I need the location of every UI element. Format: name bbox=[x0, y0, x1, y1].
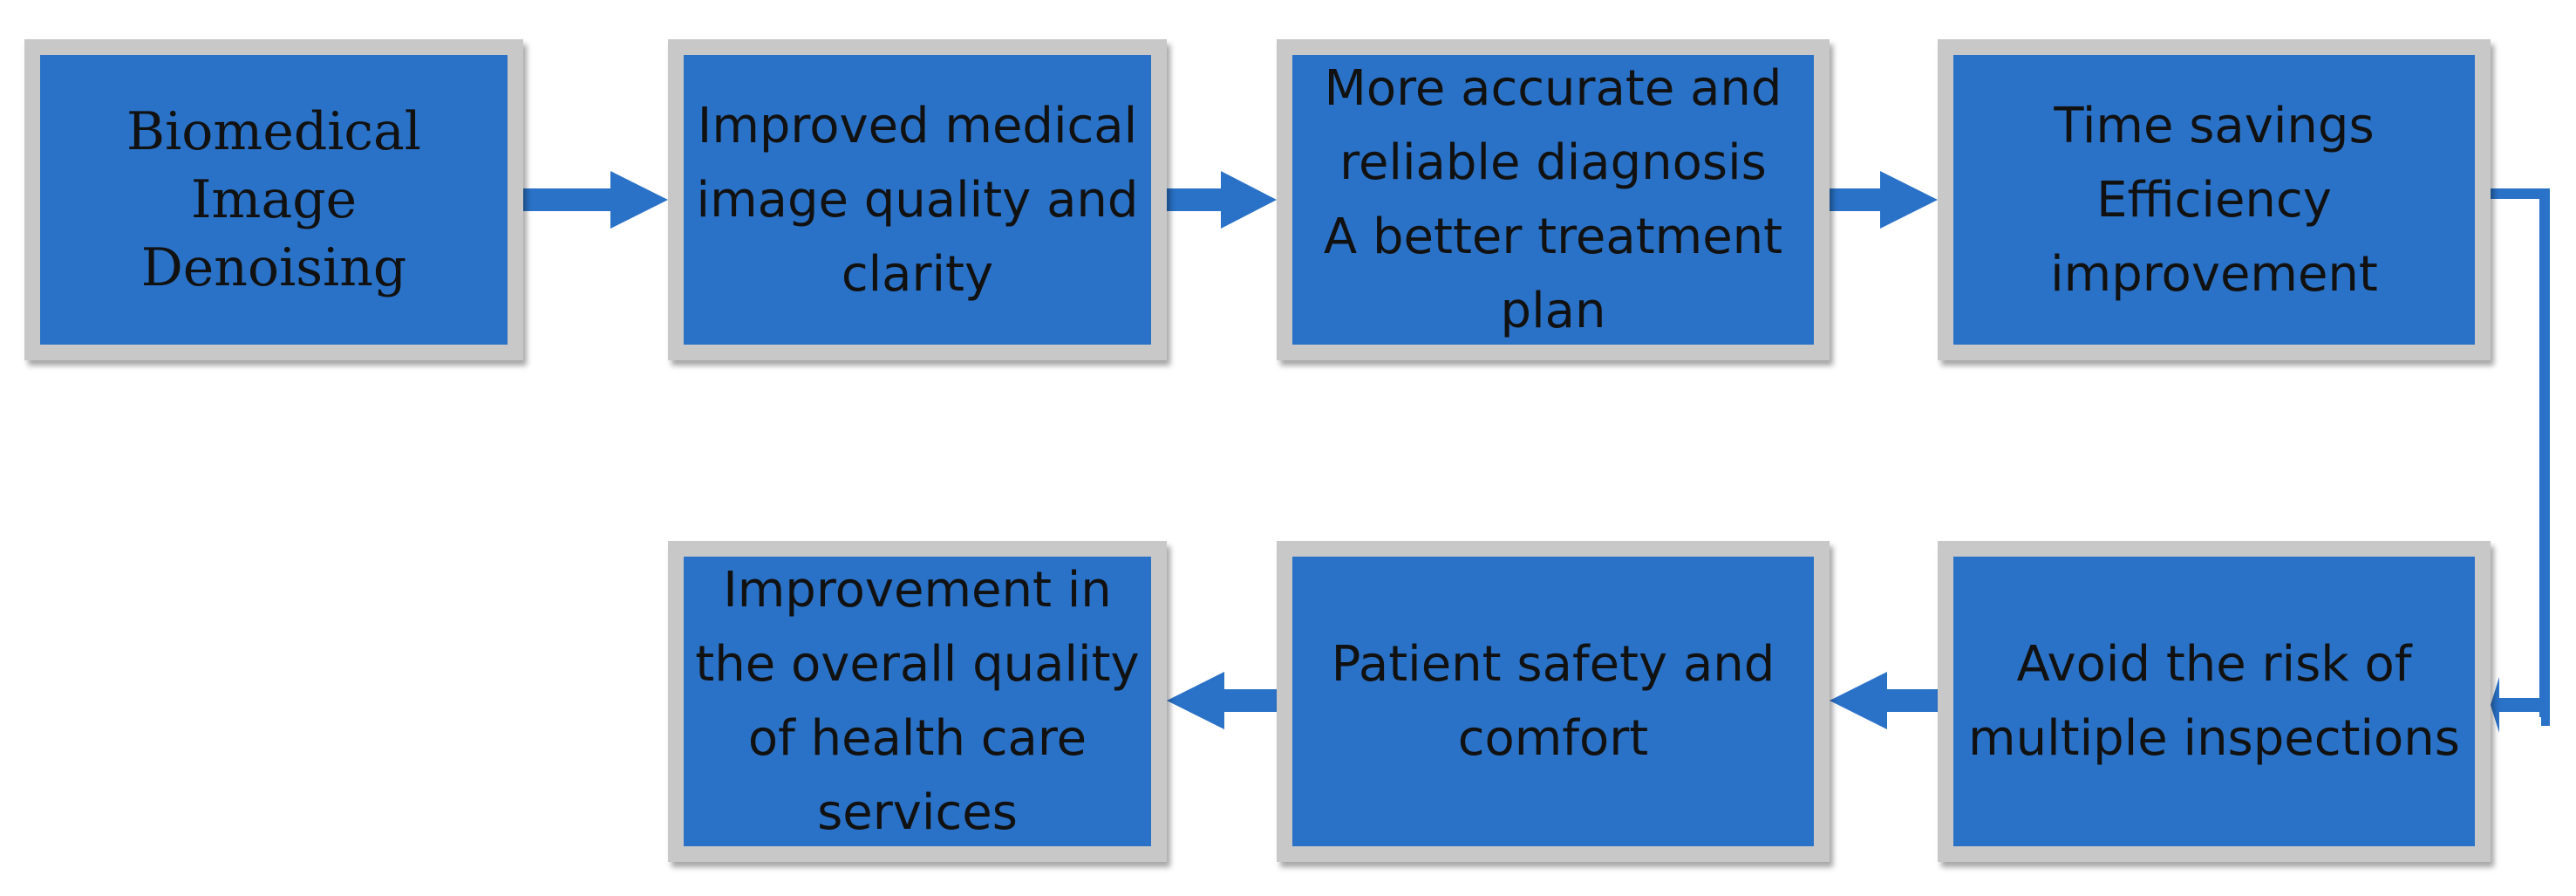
flow-box-accurate-diagnosis: More accurate and reliable diagnosis A b… bbox=[1277, 39, 1830, 360]
arrow-4-to-5 bbox=[2480, 188, 2550, 717]
flow-box-text: Avoid the risk of multiple inspections bbox=[1968, 636, 2460, 767]
flow-box-text: Improvement in the overall quality of he… bbox=[695, 562, 1140, 841]
flow-box-text: Improved medical image quality and clari… bbox=[696, 97, 1139, 303]
flow-box-text: More accurate and reliable diagnosis A b… bbox=[1323, 60, 1783, 339]
arrow-5-to-6 bbox=[1830, 672, 1948, 729]
arrow-4-to-5-tip bbox=[2491, 677, 2550, 733]
flow-box-biomedical-image-denoising: Biomedical Image Denoising bbox=[24, 39, 523, 360]
arrow-3-to-4 bbox=[1819, 171, 1938, 229]
flow-box-avoid-risk: Avoid the risk of multiple inspections bbox=[1938, 541, 2491, 862]
flow-box-text: Time savings Efficiency improvement bbox=[2050, 97, 2378, 303]
flow-box-health-care-quality: Improvement in the overall quality of he… bbox=[668, 541, 1167, 862]
flow-box-text: Biomedical Image Denoising bbox=[126, 101, 421, 298]
arrow-2-to-3 bbox=[1156, 171, 1277, 229]
flow-box-improved-image-quality: Improved medical image quality and clari… bbox=[668, 39, 1167, 360]
flow-box-patient-safety: Patient safety and comfort bbox=[1277, 541, 1830, 862]
arrow-6-to-7 bbox=[1167, 672, 1287, 729]
flow-box-time-savings: Time savings Efficiency improvement bbox=[1938, 39, 2491, 360]
arrow-1-to-2 bbox=[513, 171, 668, 229]
flow-box-text: Patient safety and comfort bbox=[1331, 636, 1775, 767]
